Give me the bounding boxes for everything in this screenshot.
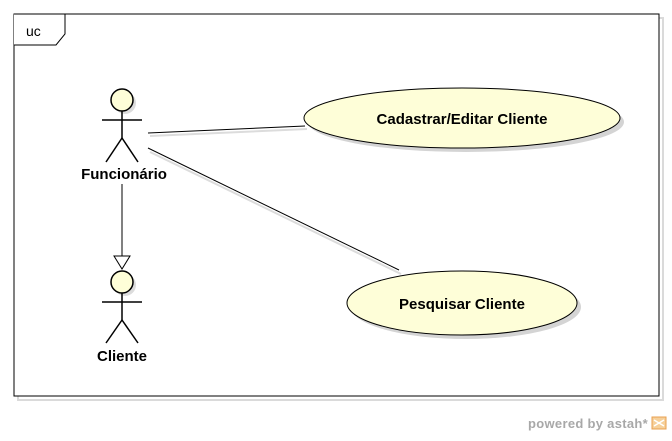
- use-case-ellipse: [346, 270, 578, 336]
- use-case-label-pesquisar: Pesquisar Cliente: [399, 296, 525, 313]
- diagram-frame[interactable]: [13, 13, 660, 397]
- use-case-pesquisar-cliente[interactable]: Pesquisar Cliente: [346, 270, 581, 339]
- association-funcionario-pesquisar[interactable]: [147, 147, 400, 271]
- association-shadow: [149, 128, 308, 137]
- actor-left-leg: [105, 137, 123, 163]
- frame-title: uc: [26, 23, 41, 39]
- actor-right-leg: [121, 137, 139, 163]
- association-shadow: [149, 151, 402, 275]
- actor-label-cliente: Cliente: [97, 348, 147, 365]
- actor-label-funcionario: Funcionário: [81, 166, 167, 183]
- use-case-cadastrar-editar-cliente[interactable]: Cadastrar/Editar Cliente: [303, 87, 624, 152]
- use-case-ellipse: [303, 87, 621, 149]
- generalization-arrowhead: [113, 255, 131, 270]
- actor-cliente[interactable]: Cliente: [97, 270, 147, 365]
- actor-head: [110, 270, 134, 294]
- actor-head: [110, 88, 134, 112]
- actor-funcionario[interactable]: Funcionário: [81, 88, 167, 183]
- use-case-label-cadastrar: Cadastrar/Editar Cliente: [377, 111, 548, 128]
- astah-logo-icon: [651, 416, 667, 430]
- powered-by-text: powered by astah*: [528, 416, 649, 431]
- actor-right-leg: [121, 319, 139, 344]
- association-funcionario-cadastrar[interactable]: [147, 125, 306, 134]
- actor-left-leg: [105, 319, 123, 344]
- frame-tab: [14, 13, 66, 46]
